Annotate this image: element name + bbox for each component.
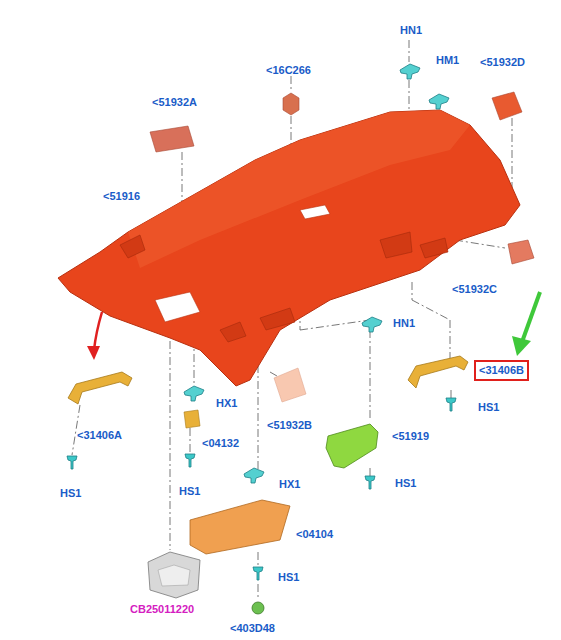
callout-number: <51916 bbox=[103, 190, 140, 203]
callout-number: HS1 bbox=[395, 477, 416, 490]
callout-number: HN1 bbox=[400, 24, 422, 37]
callout-number: HS1 bbox=[179, 485, 200, 498]
callout-number: <51932C bbox=[452, 283, 497, 296]
callout-number: <16C266 bbox=[266, 64, 311, 77]
callout-number: HX1 bbox=[216, 397, 237, 410]
callout-number: <51932A bbox=[152, 96, 197, 109]
callout-number: <403D48 bbox=[230, 622, 275, 635]
callout-number: <04104 bbox=[296, 528, 333, 541]
callout-number: HS1 bbox=[478, 401, 499, 414]
callout-number: <04132 bbox=[202, 437, 239, 450]
callout-number: HN1 bbox=[393, 317, 415, 330]
callout-number: HS1 bbox=[60, 487, 81, 500]
callout-number: <51932B bbox=[267, 419, 312, 432]
callout-number: HX1 bbox=[279, 478, 300, 491]
callout-number: <31406A bbox=[77, 429, 122, 442]
callout-number: HS1 bbox=[278, 571, 299, 584]
callout-number: CB25011220 bbox=[130, 603, 194, 616]
callout-number: <51919 bbox=[392, 430, 429, 443]
callout-number: <51932D bbox=[480, 56, 525, 69]
callout-number: <31406B bbox=[479, 364, 524, 377]
callout-number: HM1 bbox=[436, 54, 459, 67]
highlight-box: <31406B bbox=[474, 360, 529, 381]
